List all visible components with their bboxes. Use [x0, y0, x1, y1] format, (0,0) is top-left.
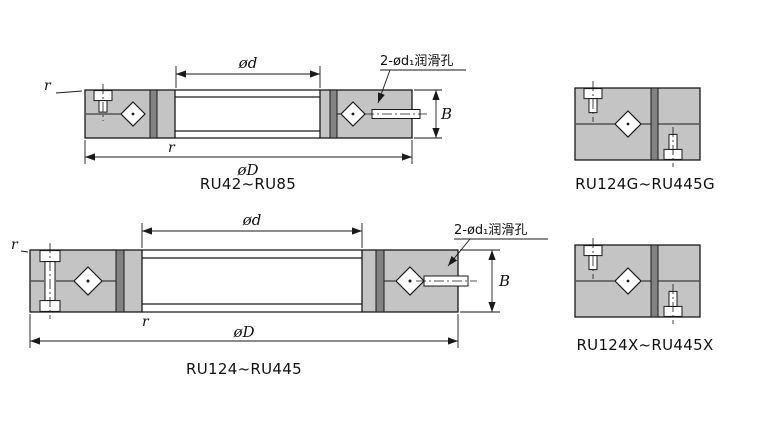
ru124g-series-label: RU124G~RU445G [575, 175, 715, 193]
ru124-outer-diameter-label: øD [233, 323, 255, 341]
lube-leader-line [377, 69, 391, 104]
ru124-inner-diameter-label: ød [242, 211, 262, 229]
ring-split-band-right [329, 89, 338, 139]
center-lines [592, 81, 674, 167]
ru42-fillet-label-inner: r [168, 140, 175, 156]
ring-split-band-left [115, 249, 125, 313]
roller-center-dot [351, 112, 355, 116]
ru42-inner-diameter-label: ød [238, 54, 258, 72]
roller-center-dot [626, 122, 630, 126]
ring-split-band [650, 87, 659, 161]
ru124-width-label: B [499, 272, 511, 290]
ru124-drawing [20, 223, 548, 348]
roller-center-dot [626, 279, 630, 283]
ru124-lube-hole-label: 2-ød₁润滑孔 [454, 223, 528, 238]
ring-split-band [650, 244, 659, 318]
center-lines [102, 84, 427, 121]
bore-outline [175, 89, 320, 139]
ru42-outer-diameter-label: øD [237, 161, 259, 179]
ru124-fillet-label-outer: r [11, 237, 18, 253]
ru124x-series-label: RU124X~RU445X [576, 336, 714, 354]
lube-leader-line [447, 238, 471, 267]
center-lines [49, 243, 477, 319]
ring-split-band-left [149, 89, 158, 139]
ru124x-drawing [574, 238, 701, 324]
ring-split-band-right [375, 249, 385, 313]
ru42-width-label: B [441, 105, 453, 123]
center-lines [592, 238, 674, 324]
extension-lines [20, 223, 548, 348]
ru42-series-label: RU42~RU85 [199, 175, 297, 193]
roller-center-dot [86, 279, 90, 283]
ru124-series-label: RU124~RU445 [186, 360, 302, 378]
ru124g-drawing [574, 81, 701, 167]
roller-center-dot [408, 279, 412, 283]
ru42-drawing [55, 66, 466, 164]
ru42-fillet-label-outer: r [44, 78, 51, 94]
bore-outline [142, 249, 362, 313]
roller-center-dot [131, 112, 135, 116]
ru124-fillet-label-inner: r [142, 314, 149, 330]
ru42-lube-hole-label: 2-ød₁润滑孔 [380, 54, 454, 69]
